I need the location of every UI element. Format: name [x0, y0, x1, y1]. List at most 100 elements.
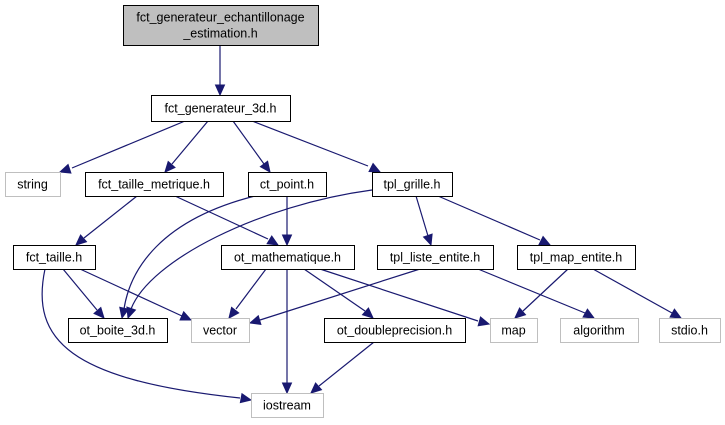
arrowhead-icon — [368, 162, 382, 173]
node-box — [13, 245, 96, 270]
edge-ct_point-to-ot_math — [281, 196, 293, 247]
node-root[interactable]: fct_generateur_echantillonage _estimation… — [123, 5, 319, 46]
edge-tpl_liste-to-vector — [248, 268, 421, 326]
edge-ot_double-to-iostream — [310, 341, 375, 394]
arrowhead-icon — [310, 382, 323, 394]
arrowhead-icon — [582, 308, 596, 319]
arrowhead-icon — [669, 308, 683, 319]
edge-tpl_map-to-stdio — [592, 268, 683, 319]
edge-line — [318, 341, 375, 387]
arrowhead-icon — [119, 306, 130, 320]
node-box — [191, 318, 250, 343]
node-vector: vector — [191, 318, 250, 343]
arrowhead-icon — [259, 160, 271, 173]
edge-root-to-gen3d — [214, 45, 226, 97]
arrowhead-icon — [239, 392, 253, 404]
arrowhead-icon — [248, 314, 262, 326]
node-label: stdio.h — [671, 324, 708, 338]
edges-layer — [41, 45, 683, 404]
arrowhead-icon — [514, 307, 527, 319]
node-box — [490, 318, 538, 343]
edge-line — [171, 120, 209, 165]
edge-line — [303, 268, 366, 312]
arrowhead-icon — [477, 316, 491, 327]
node-box — [151, 95, 291, 122]
edge-gen3d-to-taille_metrique — [164, 120, 209, 173]
node-label: string — [17, 178, 48, 192]
node-iostream: iostream — [251, 393, 324, 418]
edge-line — [232, 120, 265, 165]
node-box — [372, 172, 453, 197]
node-tpl-liste[interactable]: tpl_liste_entite.h — [377, 245, 494, 270]
node-box — [85, 172, 224, 197]
node-box — [659, 318, 721, 343]
node-label: ot_doubleprecision.h — [337, 324, 452, 338]
node-box — [123, 5, 319, 46]
node-ot-boite[interactable]: ot_boite_3d.h — [68, 318, 168, 343]
edge-gen3d-to-string — [58, 120, 186, 174]
node-box — [377, 245, 494, 270]
node-gen3d[interactable]: fct_generateur_3d.h — [151, 95, 291, 122]
edge-line — [62, 268, 98, 311]
edge-line — [79, 268, 183, 317]
arrowhead-icon — [126, 306, 137, 320]
node-algorithm: algorithm — [560, 318, 639, 343]
arrowhead-icon — [93, 306, 105, 319]
node-label: _estimation.h — [182, 27, 257, 41]
node-box — [324, 318, 466, 343]
node-label: tpl_grille.h — [384, 178, 441, 192]
edge-fct_taille-to-vector — [79, 268, 193, 321]
node-box — [248, 172, 327, 197]
edge-ct_point-to-ot_boite — [119, 195, 256, 320]
arrowhead-icon — [281, 234, 293, 247]
arrowhead-icon — [228, 306, 240, 319]
node-label: fct_generateur_3d.h — [165, 102, 277, 116]
node-label: fct_generateur_echantillonage — [136, 11, 304, 25]
node-taille-metrique[interactable]: fct_taille_metrique.h — [85, 172, 224, 197]
node-box — [560, 318, 639, 343]
edge-ot_math-to-ot_double — [303, 268, 374, 319]
edge-line — [83, 195, 138, 239]
arrowhead-icon — [361, 307, 374, 319]
arrowhead-icon — [266, 235, 280, 246]
edge-line — [477, 268, 586, 314]
node-tpl-map[interactable]: tpl_map_entite.h — [517, 245, 636, 270]
edge-line — [319, 268, 479, 322]
node-label: algorithm — [573, 324, 624, 338]
edge-tpl_map-to-map — [514, 268, 569, 319]
edge-line — [522, 268, 569, 312]
node-tpl-grille[interactable]: tpl_grille.h — [372, 172, 453, 197]
edge-line — [71, 120, 186, 169]
nodes-layer: fct_generateur_echantillonage _estimation… — [5, 5, 721, 418]
node-label: ot_mathematique.h — [234, 251, 341, 265]
node-label: ot_boite_3d.h — [80, 324, 156, 338]
edge-fct_taille-to-iostream — [41, 268, 253, 404]
edge-line — [174, 195, 269, 240]
node-ot-math[interactable]: ot_mathematique.h — [221, 245, 355, 270]
arrowhead-icon — [422, 233, 433, 247]
arrowhead-icon — [58, 163, 72, 174]
node-box — [517, 245, 636, 270]
edge-line — [415, 195, 429, 237]
node-fct-taille[interactable]: fct_taille.h — [13, 245, 96, 270]
node-ot-double[interactable]: ot_doubleprecision.h — [324, 318, 466, 343]
node-ct-point[interactable]: ct_point.h — [248, 172, 327, 197]
node-label: ct_point.h — [260, 178, 314, 192]
edge-tpl_grille-to-tpl_map — [437, 195, 552, 246]
node-label: fct_taille_metrique.h — [98, 178, 210, 192]
node-label: vector — [203, 324, 237, 338]
arrowhead-icon — [281, 382, 293, 395]
edge-ot_math-to-map — [319, 268, 491, 327]
node-label: map — [501, 324, 525, 338]
edge-tpl_grille-to-ot_boite — [126, 189, 373, 320]
node-box — [251, 393, 324, 418]
edge-line — [259, 268, 421, 321]
arrowhead-icon — [538, 235, 552, 246]
edge-fct_taille-to-ot_boite — [62, 268, 105, 319]
arrowhead-icon — [179, 310, 193, 321]
node-string: string — [5, 172, 61, 197]
edge-line — [41, 268, 241, 399]
node-box — [221, 245, 355, 270]
edge-gen3d-to-ct_point — [232, 120, 271, 173]
node-label: tpl_liste_entite.h — [390, 251, 480, 265]
